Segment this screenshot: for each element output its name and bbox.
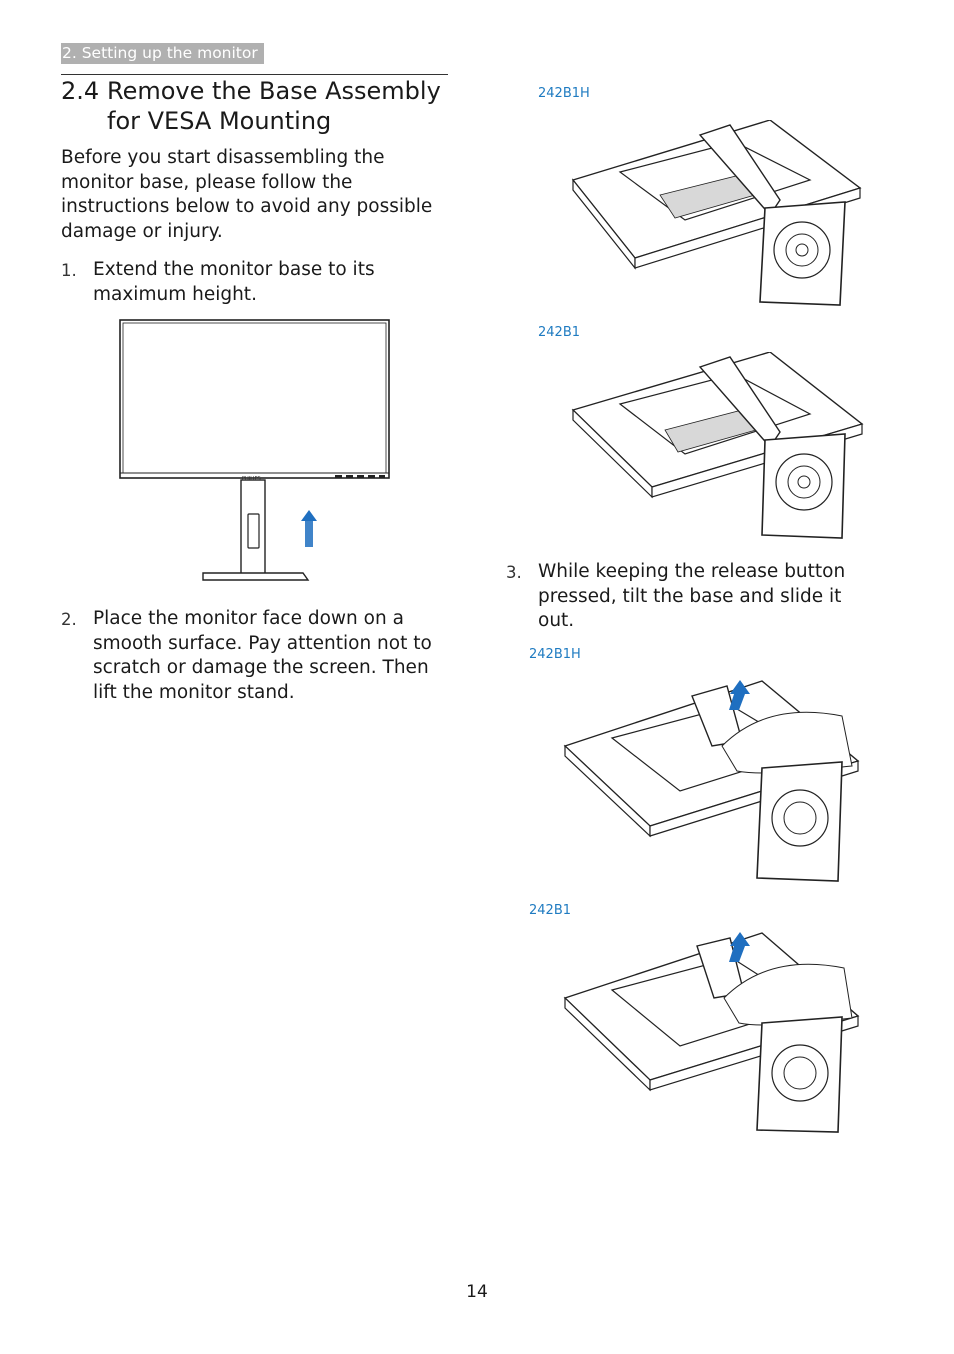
- monitor-back-figure-a: [571, 120, 862, 306]
- step-1-number: 1.: [61, 261, 77, 280]
- model-label-a: 242B1H: [538, 86, 590, 101]
- section-title-text: Remove the Base Assembly for VESA Mounti…: [107, 77, 441, 135]
- arrow-up-icon: [729, 932, 750, 962]
- model-label-d: 242B1: [529, 903, 572, 918]
- monitor-back-figure-b: [571, 352, 864, 539]
- monitor-release-figure-d: [563, 932, 860, 1133]
- brand-logo-text: PHILIPS: [242, 476, 261, 482]
- step-2-text: Place the monitor face down on a smooth …: [93, 608, 432, 704]
- page-number: 14: [466, 1282, 488, 1302]
- step-2-number: 2.: [61, 610, 77, 629]
- section-tab: 2. Setting up the monitor: [61, 43, 264, 64]
- step-1-text: Extend the monitor base to its maximum h…: [93, 259, 375, 305]
- model-label-c: 242B1H: [529, 647, 581, 662]
- section-number: 2.4: [61, 77, 100, 105]
- title-rule: [61, 74, 448, 75]
- step-3-text: While keeping the release button pressed…: [538, 561, 846, 632]
- step-3-number: 3.: [506, 563, 522, 582]
- monitor-release-figure-c: [563, 680, 860, 882]
- arrow-up-icon: [301, 510, 317, 547]
- intro-paragraph: Before you start disassembling the monit…: [61, 147, 433, 243]
- model-label-b: 242B1: [538, 325, 581, 340]
- arrow-up-icon: [729, 680, 750, 710]
- monitor-front-figure: PHILIPS: [119, 319, 390, 581]
